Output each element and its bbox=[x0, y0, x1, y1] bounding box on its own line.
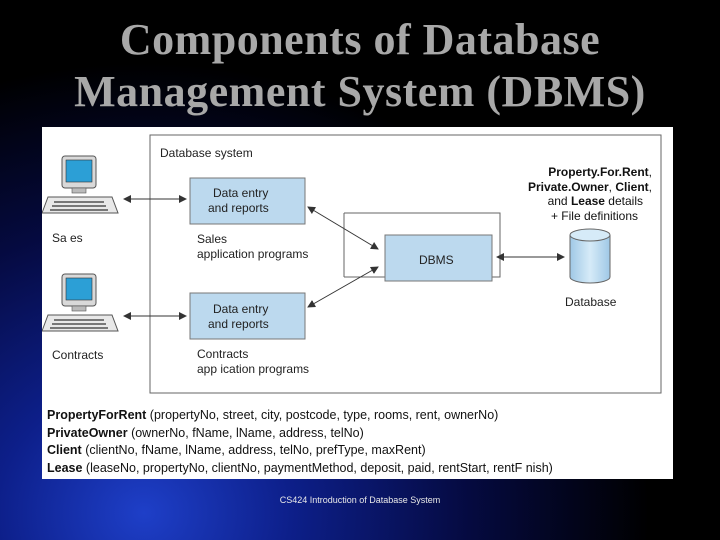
contracts-dbms-arrow bbox=[307, 266, 379, 308]
contracts-data-entry-box bbox=[189, 292, 306, 340]
sales-user-label: Sa es bbox=[52, 231, 83, 245]
slide-footer: CS424 Introduction of Database System bbox=[279, 495, 441, 505]
details-line-3: and Lease details bbox=[548, 194, 643, 208]
slide-title: Components of Database Management System… bbox=[0, 14, 720, 118]
title-line-2: Management System (DBMS) bbox=[74, 67, 646, 116]
schema-line-lease: Lease (leaseNo, propertyNo, clientNo, pa… bbox=[47, 460, 553, 475]
dbms-label: DBMS bbox=[419, 253, 454, 267]
dbms-diagram: Database system Sa es Contracts bbox=[41, 134, 662, 394]
sales-computer-icon bbox=[41, 155, 119, 214]
dbms-diagram-figure: Database system Sa es Contracts bbox=[41, 127, 673, 479]
sales-programs-line-2: application programs bbox=[197, 247, 308, 261]
sales-box-line-1: Data entry bbox=[213, 186, 268, 200]
contracts-programs-line-2: app ication programs bbox=[197, 362, 309, 376]
dbms-box bbox=[384, 234, 493, 282]
schema-line-owner: PrivateOwner (ownerNo, fName, lName, add… bbox=[47, 425, 364, 440]
database-cylinder-icon bbox=[569, 228, 611, 284]
contracts-computer-icon bbox=[41, 273, 119, 332]
contracts-box-line-2: and reports bbox=[208, 317, 269, 331]
contracts-user-label: Contracts bbox=[52, 348, 103, 362]
sales-box-line-2: and reports bbox=[208, 201, 269, 215]
database-system-label: Database system bbox=[160, 146, 253, 160]
contracts-programs-line-1: Contracts bbox=[197, 347, 248, 361]
sales-dbms-arrow bbox=[307, 206, 379, 250]
sales-data-entry-box bbox=[189, 177, 306, 225]
relation-schema-list: PropertyForRent (propertyNo, street, cit… bbox=[47, 407, 553, 477]
title-line-1: Components of Database bbox=[119, 15, 601, 64]
database-system-frame bbox=[149, 134, 662, 394]
details-line-2: Private.Owner, Client, bbox=[528, 180, 652, 194]
details-line-4: + File definitions bbox=[551, 209, 638, 223]
database-label: Database bbox=[565, 295, 617, 309]
details-line-1: Property.For.Rent, bbox=[548, 165, 652, 179]
schema-line-client: Client (clientNo, fName, lName, address,… bbox=[47, 443, 426, 457]
schema-line-property: PropertyForRent (propertyNo, street, cit… bbox=[47, 408, 499, 422]
sales-programs-line-1: Sales bbox=[197, 232, 227, 246]
contracts-box-line-1: Data entry bbox=[213, 302, 268, 316]
